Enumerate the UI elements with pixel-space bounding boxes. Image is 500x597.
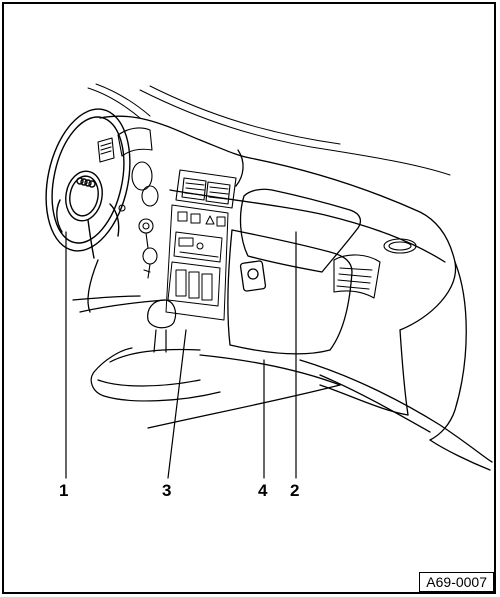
callout-1: 1 — [59, 481, 69, 500]
center-console — [165, 204, 229, 321]
callout-2: 2 — [290, 481, 300, 500]
gear-shift — [90, 299, 221, 402]
callout-4: 4 — [258, 481, 268, 500]
leader-line-3 — [167, 329, 187, 479]
glove-box — [227, 229, 353, 355]
dashboard-body — [72, 115, 493, 471]
passenger-airbag-cover — [239, 188, 362, 273]
callout-3: 3 — [162, 481, 172, 500]
center-vents — [175, 169, 237, 209]
leader-lines — [65, 231, 297, 479]
steering-wheel — [45, 108, 131, 259]
ignition-key — [138, 218, 158, 279]
figure-reference-code: A69-0007 — [419, 572, 494, 592]
right-vent — [333, 238, 417, 299]
windshield-lines — [87, 83, 451, 176]
figure-frame — [2, 2, 496, 594]
instrument-cluster — [97, 127, 159, 212]
